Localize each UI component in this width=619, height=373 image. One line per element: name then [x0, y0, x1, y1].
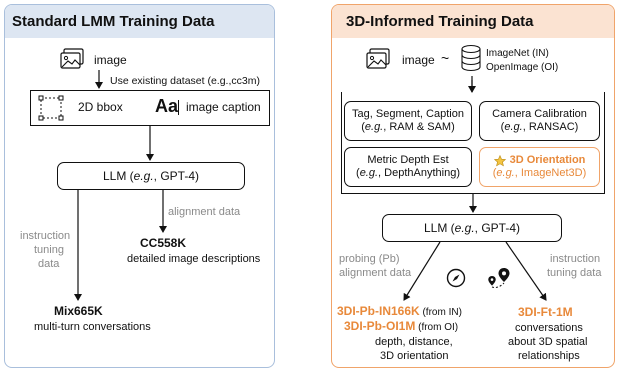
star-icon	[493, 154, 506, 166]
ft-desc-1: conversations	[515, 322, 583, 334]
probing-label-2: alignment data	[339, 267, 412, 279]
depth-eg: e.g.	[359, 167, 379, 179]
pb-in-from: (from IN)	[419, 307, 462, 318]
left-instruction-label-1: instruction	[20, 230, 71, 242]
standard-lmm-title-bar	[5, 5, 274, 38]
tilde-label: ~	[441, 50, 450, 66]
depth-title: Metric Depth Est	[367, 154, 449, 166]
image-icon	[366, 48, 390, 69]
3d-informed-title-bar	[332, 5, 614, 38]
openimage-label: OpenImage (OI)	[486, 62, 559, 73]
mix665k-label: Mix665K	[54, 304, 103, 318]
pb-desc-2: 3D orientation	[380, 350, 449, 362]
tag-open-paren: (	[361, 121, 365, 133]
pb-oi-label: 3DI-Pb-OI1M	[344, 319, 416, 333]
right-llm-suffix: , GPT-4)	[474, 220, 521, 235]
orient-title: 3D Orientation	[509, 154, 586, 166]
ft-label: 3DI-Ft-1M	[518, 305, 573, 319]
database-icon	[461, 44, 481, 72]
tag-sub: , RAM & SAM)	[383, 121, 455, 133]
3d-orientation-box: 3D Orientation (e.g., ImageNet3D)	[479, 147, 600, 187]
cc558k-desc: detailed image descriptions	[127, 253, 261, 265]
bbox-caption-box	[30, 90, 270, 126]
cam-eg: e.g.	[504, 121, 523, 133]
cam-title: Camera Calibration	[492, 108, 587, 120]
text-cursor-icon	[178, 100, 179, 115]
pb-oi-from: (from OI)	[415, 322, 459, 333]
bbox-icon	[38, 95, 64, 121]
process-group-bracket	[341, 92, 605, 194]
arrow-llm-to-pb	[403, 241, 441, 301]
caption-label: image caption	[186, 100, 261, 114]
ft-desc-2: about 3D spatial	[508, 336, 588, 348]
probing-label-1: probing (Pb)	[339, 253, 400, 265]
compass-icon	[446, 268, 466, 288]
tag-title: Tag, Segment, Caption	[352, 108, 464, 120]
ft-desc-3: relationships	[518, 350, 580, 362]
left-instruction-label-3: data	[38, 258, 60, 270]
right-llm-prefix: LLM (	[423, 220, 455, 235]
tag-segment-caption-box: Tag, Segment, Caption (e.g., RAM & SAM)	[344, 101, 472, 141]
map-pin-icon	[488, 268, 510, 288]
left-alignment-data-label: alignment data	[168, 206, 241, 218]
left-llm-eg: e.g.	[133, 168, 154, 183]
cc558k-label: CC558K	[140, 236, 187, 250]
imagenet-label: ImageNet (IN)	[486, 48, 549, 59]
right-llm-box: LLM (e.g., GPT-4)	[382, 214, 562, 242]
text-aa-icon: Aa	[155, 96, 179, 116]
use-existing-dataset-label: Use existing dataset (e.g.,cc3m)	[110, 75, 260, 87]
pb-in-line: 3DI-Pb-IN166K (from IN)	[337, 305, 462, 319]
right-image-label: image	[402, 53, 435, 67]
orient-open-paren: (	[492, 167, 497, 179]
metric-depth-box: Metric Depth Est (e.g., DepthAnything)	[344, 147, 472, 187]
image-icon	[60, 48, 84, 69]
left-instruction-label-2: tuning	[34, 244, 64, 256]
3d-informed-title: 3D-Informed Training Data	[346, 13, 534, 30]
arrow-llm-to-ft	[505, 241, 547, 301]
left-llm-prefix: LLM (	[102, 168, 134, 183]
orient-eg: e.g.	[496, 167, 515, 179]
orient-sub: , ImageNet3D)	[514, 167, 587, 179]
instruction-label-2: tuning data	[547, 267, 602, 279]
cam-sub: , RANSAC)	[522, 121, 579, 133]
right-llm-eg: e.g.	[454, 220, 475, 235]
pb-in-label: 3DI-Pb-IN166K	[337, 304, 420, 318]
left-llm-box: LLM (e.g., GPT-4)	[57, 162, 245, 190]
instruction-label-1: instruction	[550, 253, 601, 265]
left-image-label: image	[94, 53, 127, 67]
depth-sub: , DepthAnything)	[378, 167, 460, 179]
mix665k-desc: multi-turn conversations	[34, 321, 151, 333]
pb-desc-1: depth, distance,	[375, 336, 453, 348]
depth-open-paren: (	[356, 167, 360, 179]
standard-lmm-title: Standard LMM Training Data	[12, 13, 215, 30]
cam-open-paren: (	[500, 121, 505, 133]
bbox-label: 2D bbox	[78, 100, 123, 114]
pb-oi-line: 3DI-Pb-OI1M (from OI)	[344, 320, 458, 334]
tag-eg: e.g.	[364, 121, 384, 133]
left-llm-suffix: , GPT-4)	[153, 168, 200, 183]
camera-calibration-box: Camera Calibration (e.g., RANSAC)	[479, 101, 600, 141]
